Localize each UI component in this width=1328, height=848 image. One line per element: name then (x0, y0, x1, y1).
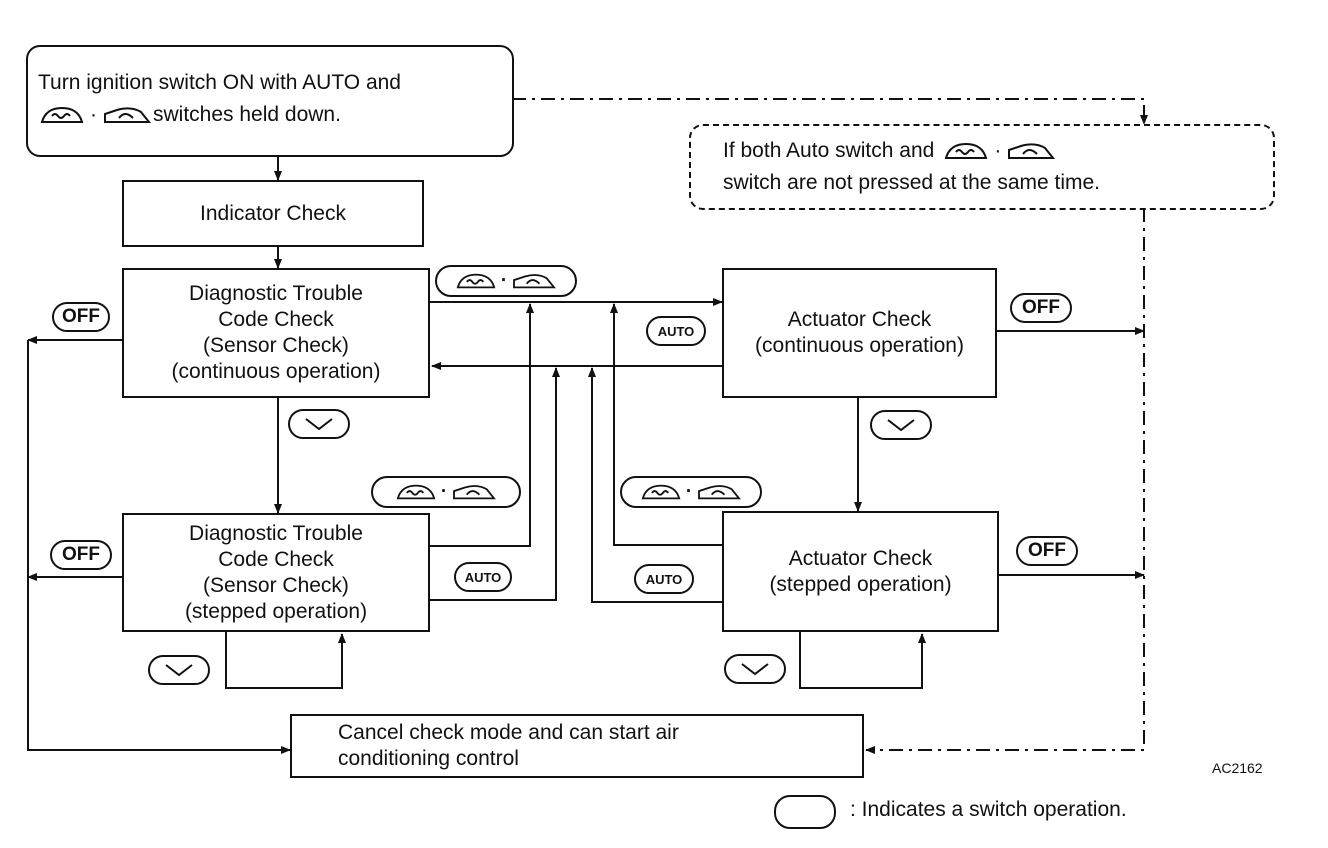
icon-separator: · (500, 270, 508, 291)
down-arrow-switch-icon (165, 664, 193, 677)
icon-separator: · (994, 139, 1002, 162)
down-switch-1 (288, 409, 350, 439)
front-defroster-icon (944, 142, 988, 159)
air-recirculation-icon (513, 274, 557, 289)
front-defroster-icon (641, 484, 681, 500)
cancel-label: Cancel check mode and can start air cond… (338, 721, 679, 770)
auto-switch-1: AUTO (646, 316, 706, 346)
defrost-recirc-switch-1: · (435, 265, 577, 297)
down-arrow-switch-icon (741, 663, 769, 676)
actuator-stepped-label: Actuator Check (stepped operation) (769, 546, 952, 596)
note-line-2: switch are not pressed at the same time. (723, 171, 1101, 194)
indicator-check-box: Indicator Check (122, 180, 424, 247)
note-box: If both Auto switch and · switch are not… (689, 124, 1275, 210)
auto-switch-2: AUTO (454, 562, 512, 592)
dtc-continuous-label: Diagnostic Trouble Code Check (Sensor Ch… (171, 282, 381, 383)
off-label: OFF (1022, 297, 1060, 318)
down-switch-2 (870, 410, 932, 440)
front-defroster-icon (40, 106, 84, 123)
actuator-continuous-label: Actuator Check (continuous operation) (755, 308, 964, 357)
actuator-continuous-box: Actuator Check (continuous operation) (722, 268, 997, 398)
off-label: OFF (1028, 540, 1066, 561)
defrost-recirc-switch-3: · (620, 476, 762, 508)
auto-label: AUTO (657, 323, 695, 339)
auto-label: AUTO (464, 569, 502, 585)
down-arrow-switch-icon (305, 418, 333, 431)
icon-separator: · (440, 481, 448, 502)
auto-switch-3: AUTO (634, 564, 694, 594)
air-recirculation-icon (453, 485, 497, 500)
start-box: Turn ignition switch ON with AUTO and · … (26, 45, 514, 157)
air-recirculation-icon (1008, 143, 1056, 159)
cancel-box: Cancel check mode and can start air cond… (290, 714, 864, 778)
off-switch-1: OFF (52, 302, 110, 332)
down-switch-4 (724, 654, 786, 684)
actuator-stepped-box: Actuator Check (stepped operation) (722, 511, 999, 632)
off-switch-3: OFF (1010, 293, 1072, 323)
down-switch-3 (148, 655, 210, 685)
off-label: OFF (62, 544, 100, 565)
note-line-1: If both Auto switch and (723, 139, 935, 162)
front-defroster-icon (456, 273, 496, 289)
icon-separator: · (90, 102, 97, 126)
dtc-stepped-box: Diagnostic Trouble Code Check (Sensor Ch… (122, 513, 430, 632)
off-switch-4: OFF (1016, 536, 1078, 566)
start-line-2: switches held down. (153, 102, 341, 126)
air-recirculation-icon (104, 106, 152, 123)
front-defroster-icon (396, 484, 436, 500)
dtc-continuous-box: Diagnostic Trouble Code Check (Sensor Ch… (122, 268, 430, 398)
down-arrow-switch-icon (887, 419, 915, 432)
icon-separator: · (685, 481, 693, 502)
air-recirculation-icon (698, 485, 742, 500)
off-label: OFF (62, 306, 100, 327)
auto-label: AUTO (645, 571, 683, 587)
reference-code: AC2162 (1212, 760, 1263, 776)
defrost-recirc-switch-2: · (371, 476, 521, 508)
indicator-check-label: Indicator Check (200, 201, 346, 225)
dtc-stepped-label: Diagnostic Trouble Code Check (Sensor Ch… (184, 521, 368, 623)
off-switch-2: OFF (50, 540, 112, 570)
legend-text: : Indicates a switch operation. (850, 798, 1127, 821)
start-line-1: Turn ignition switch ON with AUTO and (38, 70, 401, 94)
